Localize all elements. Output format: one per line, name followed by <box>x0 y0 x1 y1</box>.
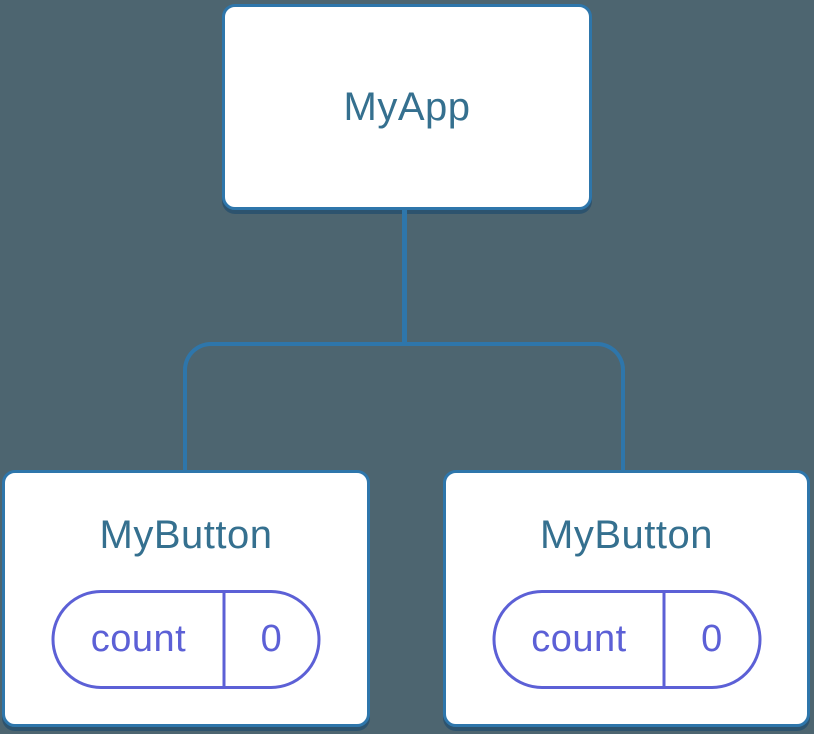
connector-stem <box>402 210 407 344</box>
state-name-label: count <box>495 593 666 686</box>
state-value-label: 0 <box>701 618 723 660</box>
state-value-label: 0 <box>260 618 283 660</box>
state-pill-right: count 0 <box>492 590 761 689</box>
state-pill-left: count 0 <box>51 590 321 689</box>
connector-bracket <box>183 342 625 470</box>
state-name-label: count <box>55 593 226 686</box>
component-node-child-right: MyButton count 0 <box>443 470 810 727</box>
root-node-label: MyApp <box>343 84 471 129</box>
child-left-label: MyButton <box>99 513 273 557</box>
component-node-child-left: MyButton count 0 <box>2 470 370 727</box>
component-node-root: MyApp <box>222 4 592 210</box>
child-right-label: MyButton <box>540 513 713 557</box>
